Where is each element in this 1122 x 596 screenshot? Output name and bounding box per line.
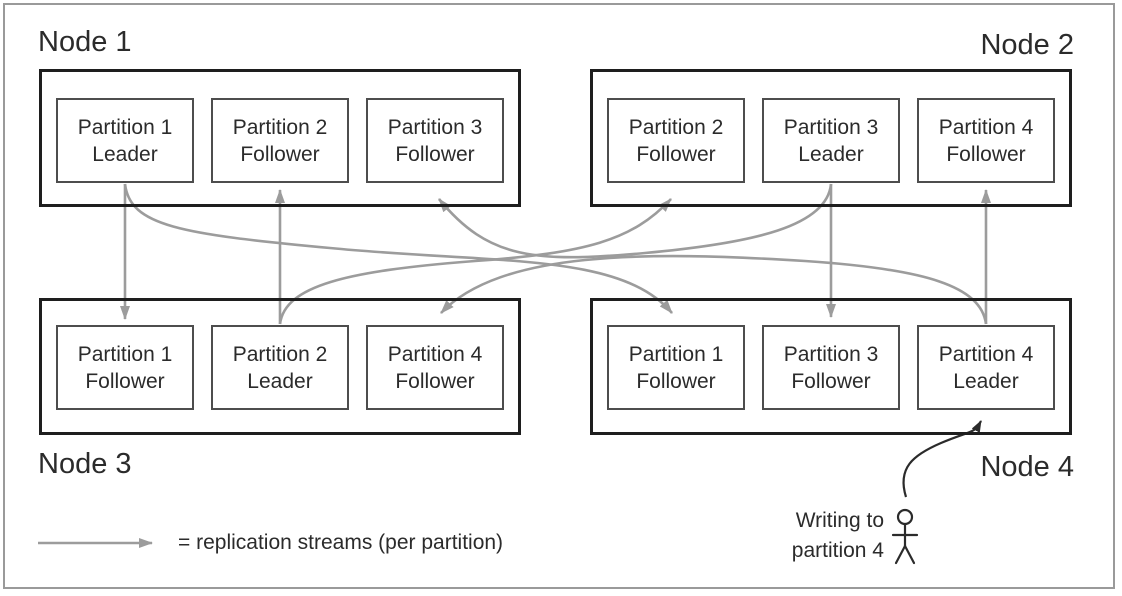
node4-partition4-leader-box: Partition 4 Leader <box>917 325 1055 410</box>
partition-name: Partition 3 <box>783 342 879 366</box>
partition-role: Follower <box>636 369 716 393</box>
legend-label: = replication streams (per partition) <box>178 531 504 554</box>
writing-to-line1: Writing to <box>795 509 884 532</box>
partition-name: Partition 4 <box>938 342 1034 366</box>
node2-partition4-follower-box: Partition 4 Follower <box>917 98 1055 183</box>
partition-role: Leader <box>953 369 1019 393</box>
partition-name: Partition 2 <box>232 342 328 366</box>
write-arrow-partition4 <box>902 420 982 498</box>
partition-name: Partition 3 <box>783 115 879 139</box>
partition-role: Leader <box>798 142 864 166</box>
node1-label: Node 1 <box>38 26 132 58</box>
stream-partition1-node1-to-node4-arrow <box>123 183 673 314</box>
partition-role: Follower <box>636 142 716 166</box>
partition-role: Follower <box>395 369 475 393</box>
node2-label: Node 2 <box>980 29 1074 61</box>
partition-name: Partition 2 <box>628 115 724 139</box>
node1-partition1-leader-box: Partition 1 Leader <box>56 98 194 183</box>
node1-partition3-follower-box: Partition 3 Follower <box>366 98 504 183</box>
stream-partition4-node4-to-node3-arrow <box>440 254 988 325</box>
writing-to-line2: partition 4 <box>791 539 884 562</box>
partition-name: Partition 2 <box>232 115 328 139</box>
node2-box: Partition 2 Follower Partition 3 Leader … <box>590 69 1072 207</box>
node1-partition2-follower-box: Partition 2 Follower <box>211 98 349 183</box>
node4-partition3-follower-box: Partition 3 Follower <box>762 325 900 410</box>
node2-partition2-follower-box: Partition 2 Follower <box>607 98 745 183</box>
figure-border <box>3 3 1115 589</box>
writer-stick-figure-icon <box>891 508 919 565</box>
partition-role: Leader <box>92 142 158 166</box>
node2-partition3-leader-box: Partition 3 Leader <box>762 98 900 183</box>
partition-name: Partition 4 <box>387 342 483 366</box>
partition-name: Partition 4 <box>938 115 1034 139</box>
node3-partition2-leader-box: Partition 2 Leader <box>211 325 349 410</box>
node3-box: Partition 1 Follower Partition 2 Leader … <box>39 298 521 435</box>
partition-role: Follower <box>240 142 320 166</box>
node3-partition1-follower-box: Partition 1 Follower <box>56 325 194 410</box>
node3-partition4-follower-box: Partition 4 Follower <box>366 325 504 410</box>
node4-partition1-follower-box: Partition 1 Follower <box>607 325 745 410</box>
stream-partition3-node2-to-node1-arrow <box>437 183 833 259</box>
partition-name: Partition 1 <box>77 342 173 366</box>
node3-label: Node 3 <box>38 448 132 480</box>
partition-role: Follower <box>946 142 1026 166</box>
partition-role: Follower <box>395 142 475 166</box>
partition-name: Partition 3 <box>387 115 483 139</box>
partition-name: Partition 1 <box>77 115 173 139</box>
node4-label: Node 4 <box>980 451 1074 483</box>
partition-role: Follower <box>791 369 871 393</box>
stream-partition2-node3-to-node2-arrow <box>278 198 672 325</box>
partition-role: Follower <box>85 369 165 393</box>
node4-box: Partition 1 Follower Partition 3 Followe… <box>590 298 1072 435</box>
partition-role: Leader <box>247 369 313 393</box>
writing-to-partition4-label: Writing to partition 4 <box>756 506 884 566</box>
node1-box: Partition 1 Leader Partition 2 Follower … <box>39 69 521 207</box>
partition-name: Partition 1 <box>628 342 724 366</box>
